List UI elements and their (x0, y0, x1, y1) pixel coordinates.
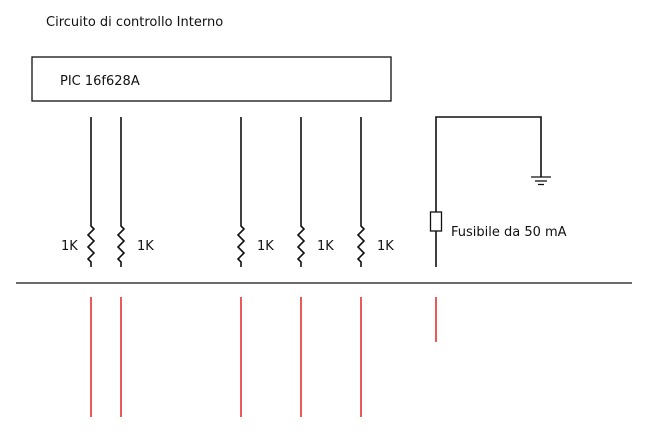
fuse-wire (435, 116, 542, 267)
resistor-label: 1K (61, 239, 78, 254)
resistor-label: 1K (257, 239, 274, 254)
resistor-2 (116, 117, 126, 267)
resistor-3 (236, 117, 246, 267)
pic-chip-box (31, 56, 392, 102)
resistor-label: 1K (317, 239, 334, 254)
fuse-symbol (429, 211, 443, 232)
resistor-4 (296, 117, 306, 267)
resistor-label: 1K (377, 239, 394, 254)
diagram-title: Circuito di controllo Interno (46, 15, 223, 30)
fuse-label: Fusibile da 50 mA (451, 225, 567, 240)
resistor-5 (356, 117, 366, 267)
resistor-label: 1K (137, 239, 154, 254)
pic-chip-label: PIC 16f628A (60, 74, 140, 89)
ground-icon (531, 176, 551, 186)
resistor-1 (86, 117, 96, 267)
